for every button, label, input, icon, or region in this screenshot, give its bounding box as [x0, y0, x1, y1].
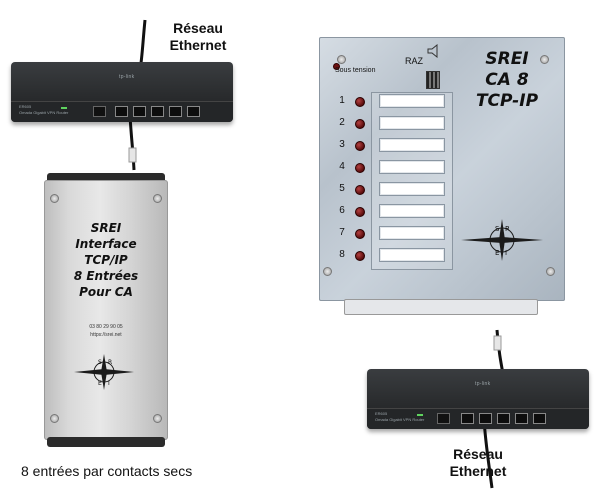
interface-bottom-cap [47, 437, 165, 447]
channel-number: 6 [339, 205, 345, 216]
channel-number: 2 [339, 117, 345, 128]
srei-logo-icon: S R E I [74, 354, 134, 390]
speaker-icon [427, 44, 438, 58]
network-label-bottom: Réseau Ethernet [438, 446, 518, 480]
channel-led [355, 97, 365, 107]
router-brand-label: tp-link [119, 74, 135, 80]
router-model-label: ER605 [19, 104, 32, 109]
logo-letter-r: R [505, 225, 510, 233]
screw-icon [323, 267, 332, 276]
interface-title-line: TCP/IP [84, 253, 128, 267]
rj45-connector-bottom [493, 335, 502, 351]
channel-number: 8 [339, 249, 345, 260]
power-label: Sous tension [335, 67, 376, 74]
channel-led [355, 207, 365, 217]
panel-title-line: TCP-IP [475, 91, 539, 111]
interface-phone: 03 80 29 90 05 [89, 324, 123, 330]
screw-icon [50, 194, 59, 203]
panel-title: SREI CA 8 TCP-IP [467, 49, 547, 112]
screw-icon [153, 194, 162, 203]
power-led [333, 63, 340, 70]
ethernet-port-5[interactable] [187, 106, 200, 117]
channel-number: 4 [339, 161, 345, 172]
panel-bottom-bracket [344, 299, 538, 315]
router-model-label: ER605 [375, 411, 388, 416]
network-label-top-line1: Réseau [173, 20, 223, 36]
sfp-port[interactable] [93, 106, 106, 117]
interface-url: https://srei.net [90, 332, 122, 338]
screw-icon [50, 414, 59, 423]
ethernet-port-3[interactable] [151, 106, 164, 117]
channel-number: 5 [339, 183, 345, 194]
router-subtitle-label: Omada Gigabit VPN Router [19, 110, 69, 115]
ethernet-port-1[interactable] [115, 106, 128, 117]
interface-title-line: SREI [90, 221, 122, 235]
status-led [61, 107, 67, 109]
ethernet-port-2[interactable] [479, 413, 492, 424]
logo-letter-s: S [495, 225, 500, 233]
ethernet-port-2[interactable] [133, 106, 146, 117]
interface-title: SREI Interface TCP/IP 8 Entrées Pour CA [44, 220, 168, 300]
ethernet-port-4[interactable] [515, 413, 528, 424]
channel-label-slot [379, 226, 445, 240]
channel-label-slot [379, 94, 445, 108]
channel-label-slot [379, 160, 445, 174]
logo-letter-s: S [98, 359, 102, 366]
panel-title-line: SREI [485, 49, 529, 69]
sfp-port[interactable] [437, 413, 450, 424]
logo-letter-i: I [108, 380, 110, 387]
channel-label-slot [379, 182, 445, 196]
network-label-top-line2: Ethernet [169, 37, 227, 53]
logo-letter-i: I [505, 249, 507, 257]
channel-label-slot [379, 138, 445, 152]
logo-letter-e: E [98, 380, 102, 387]
interface-top-cap [47, 173, 165, 183]
channel-number: 3 [339, 139, 345, 150]
alarm-panel: Sous tension RAZ SREI CA 8 TCP-IP 1 2 3 … [319, 37, 565, 301]
panel-title-line: CA 8 [485, 70, 529, 90]
network-label-bottom-line2: Ethernet [449, 463, 507, 479]
channel-label-slot [379, 116, 445, 130]
screw-icon [153, 414, 162, 423]
screw-icon [540, 55, 549, 64]
ethernet-port-3[interactable] [497, 413, 510, 424]
logo-letter-r: R [108, 359, 112, 366]
caption-text: 8 entrées par contacts secs [21, 463, 193, 479]
router-brand-label: tp-link [475, 381, 491, 387]
channel-led [355, 185, 365, 195]
interface-title-line: Pour CA [79, 285, 133, 299]
router-subtitle-label: Omada Gigabit VPN Router [375, 417, 425, 422]
channel-led [355, 229, 365, 239]
network-label-bottom-line1: Réseau [453, 446, 503, 462]
router-bottom: tp-link ER605 Omada Gigabit VPN Router [367, 369, 589, 429]
screw-icon [546, 267, 555, 276]
ethernet-port-4[interactable] [169, 106, 182, 117]
channel-label-slot [379, 248, 445, 262]
logo-letter-e: E [495, 249, 499, 257]
srei-logo-icon: S R E I [461, 219, 543, 261]
interface-title-line: Interface [75, 237, 137, 251]
channel-number: 7 [339, 227, 345, 238]
router-front-panel: ER605 Omada Gigabit VPN Router [367, 408, 589, 429]
ethernet-port-5[interactable] [533, 413, 546, 424]
screw-icon [337, 55, 346, 64]
reset-label: RAZ [405, 56, 423, 66]
rj45-connector-top [128, 147, 137, 163]
ethernet-port-1[interactable] [461, 413, 474, 424]
network-label-top: Réseau Ethernet [158, 20, 238, 54]
channel-led [355, 141, 365, 151]
channel-led [355, 163, 365, 173]
channel-label-slot [379, 204, 445, 218]
interface-title-line: 8 Entrées [73, 269, 139, 283]
status-led [417, 414, 423, 416]
reset-button[interactable] [426, 71, 440, 89]
channel-led [355, 119, 365, 129]
router-top: tp-link ER605 Omada Gigabit VPN Router [11, 62, 233, 122]
interface-box: SREI Interface TCP/IP 8 Entrées Pour CA … [44, 180, 168, 440]
channel-led [355, 251, 365, 261]
channel-number: 1 [339, 95, 345, 106]
router-front-panel: ER605 Omada Gigabit VPN Router [11, 101, 233, 122]
